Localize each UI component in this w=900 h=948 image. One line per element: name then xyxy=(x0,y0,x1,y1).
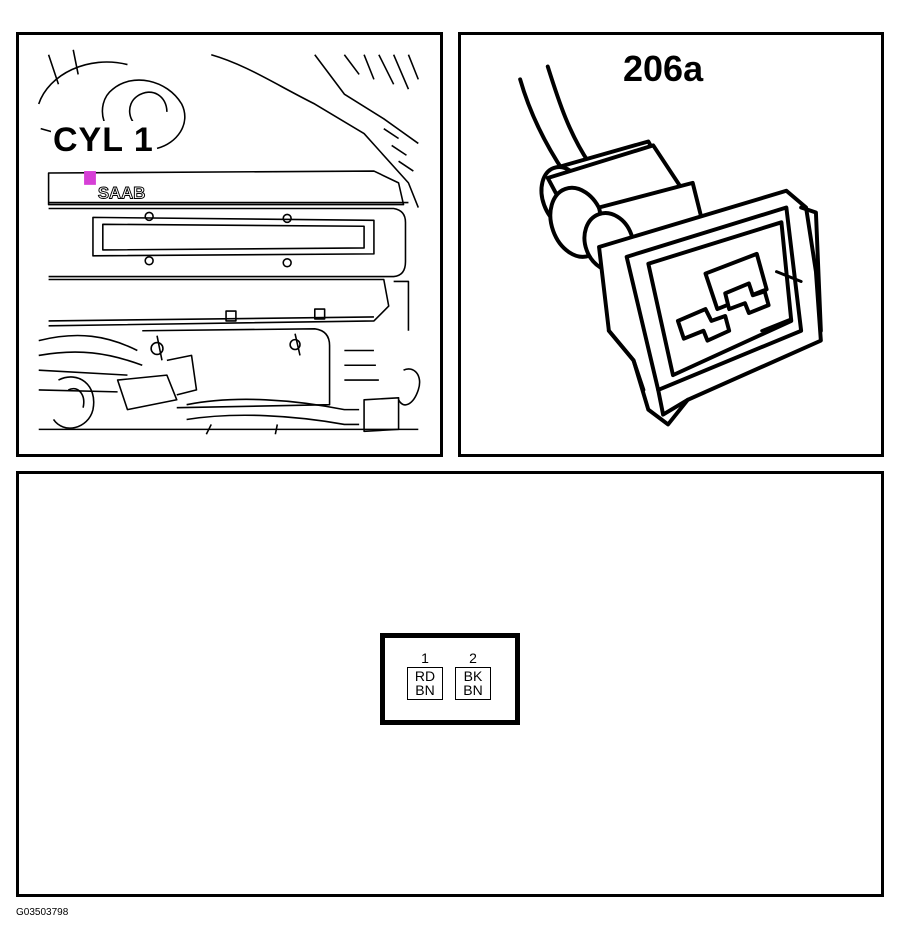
stripe-color: BN xyxy=(415,682,435,698)
pin-2: 2 BK BN xyxy=(455,650,491,700)
pin-wire-colors: BK BN xyxy=(455,667,491,700)
saab-logo-text: SAAB xyxy=(98,184,145,203)
pin-number: 2 xyxy=(469,650,477,666)
cylinder-label: CYL 1 xyxy=(51,121,156,159)
pin-wire-colors: RD BN xyxy=(407,667,443,700)
connector-illustration xyxy=(518,64,823,427)
connector-face: 1 RD BN 2 BK BN xyxy=(380,633,520,725)
highlight-marker xyxy=(84,171,96,185)
figure-code: G03503798 xyxy=(16,907,69,918)
stripe-color: BN xyxy=(463,682,483,698)
wire-color: RD xyxy=(414,668,436,684)
connector-id: 206a xyxy=(623,48,704,89)
pin-1: 1 RD BN xyxy=(407,650,443,700)
engine-view-panel: SAAB CYL 1 xyxy=(16,32,443,457)
connector-view-panel: 206a xyxy=(458,32,884,457)
wire-color: BK xyxy=(463,668,483,684)
pinout-panel: 1 RD BN 2 BK BN xyxy=(16,471,884,897)
engine-illustration: SAAB xyxy=(37,49,421,435)
pin-number: 1 xyxy=(421,650,429,666)
